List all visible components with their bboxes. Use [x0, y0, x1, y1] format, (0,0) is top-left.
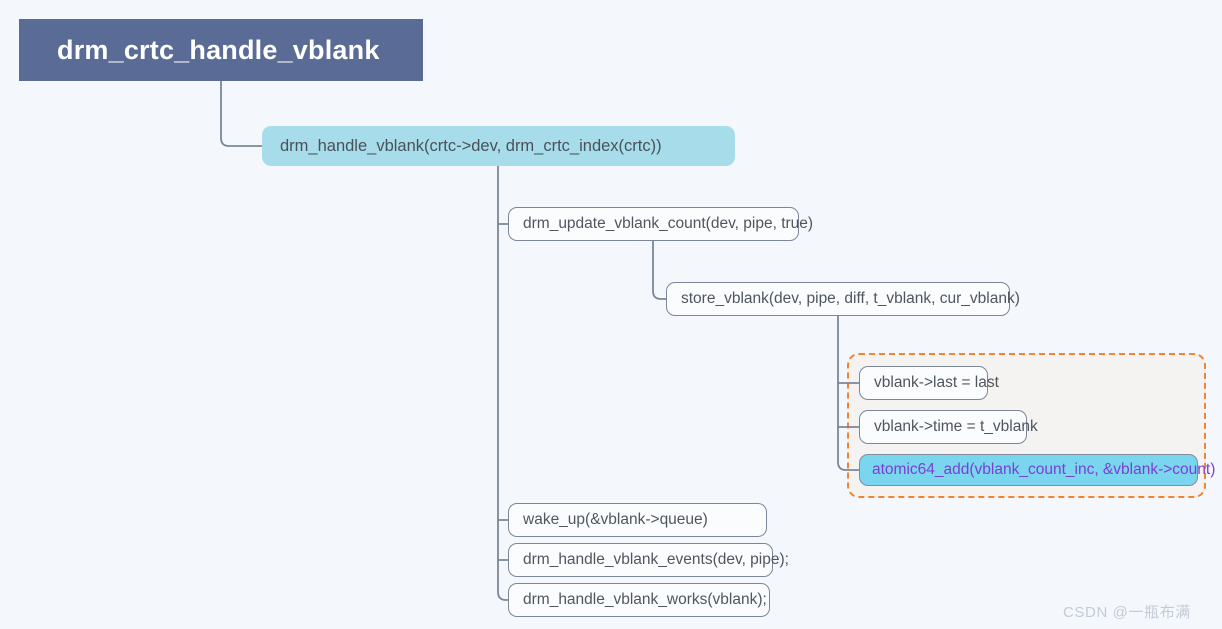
node-store-vblank[interactable]: store_vblank(dev, pipe, diff, t_vblank, …: [666, 282, 1020, 316]
node-drm-handle-vblank-events[interactable]: drm_handle_vblank_events(dev, pipe);: [508, 543, 789, 577]
node-wake-up[interactable]: wake_up(&vblank->queue): [508, 503, 767, 537]
node-vblank-last-assign[interactable]: vblank->last = last: [859, 366, 999, 400]
node-drm-handle-vblank-works[interactable]: drm_handle_vblank_works(vblank);: [508, 583, 770, 617]
node-atomic64-add[interactable]: atomic64_add(vblank_count_inc, &vblank->…: [859, 454, 1215, 486]
edge-update-count-to-store-vblank: [652, 240, 667, 300]
node-root-drm-crtc-handle-vblank[interactable]: drm_crtc_handle_vblank: [19, 19, 423, 81]
node-drm-update-vblank-count[interactable]: drm_update_vblank_count(dev, pipe, true): [508, 207, 813, 241]
node-vblank-time-assign[interactable]: vblank->time = t_vblank: [859, 410, 1038, 444]
node-drm-handle-vblank[interactable]: drm_handle_vblank(crtc->dev, drm_crtc_in…: [262, 126, 735, 166]
edge-trunk-level2: [497, 165, 509, 601]
edge-root-to-drm-handle-vblank: [220, 80, 263, 147]
watermark: CSDN @一瓶布满: [1063, 604, 1191, 621]
